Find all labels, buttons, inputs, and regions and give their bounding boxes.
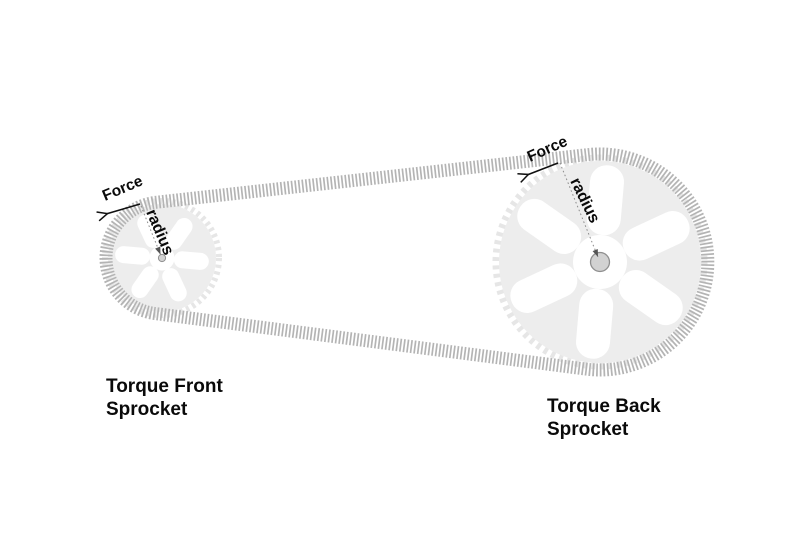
front-force-arrow <box>106 203 141 214</box>
front-torque-label: Torque Front Sprocket <box>106 375 223 421</box>
back-torque-label-line1: Torque Back <box>547 396 661 417</box>
back-torque-label: Torque Back Sprocket <box>547 395 661 441</box>
chain <box>99 147 715 377</box>
front-sprocket-cutouts <box>115 214 209 302</box>
back-radius-line <box>559 162 599 258</box>
back-sprocket-cutouts <box>510 165 690 359</box>
front-hub <box>157 253 167 263</box>
front-radius-line <box>140 205 161 255</box>
back-torque-label-line2: Sprocket <box>547 419 629 440</box>
front-torque-label-line2: Sprocket <box>106 399 188 420</box>
front-force-label: Force <box>100 172 146 204</box>
front-torque-label-line1: Torque Front <box>106 376 223 397</box>
back-hub <box>589 251 611 273</box>
back-force-arrow <box>527 162 559 175</box>
